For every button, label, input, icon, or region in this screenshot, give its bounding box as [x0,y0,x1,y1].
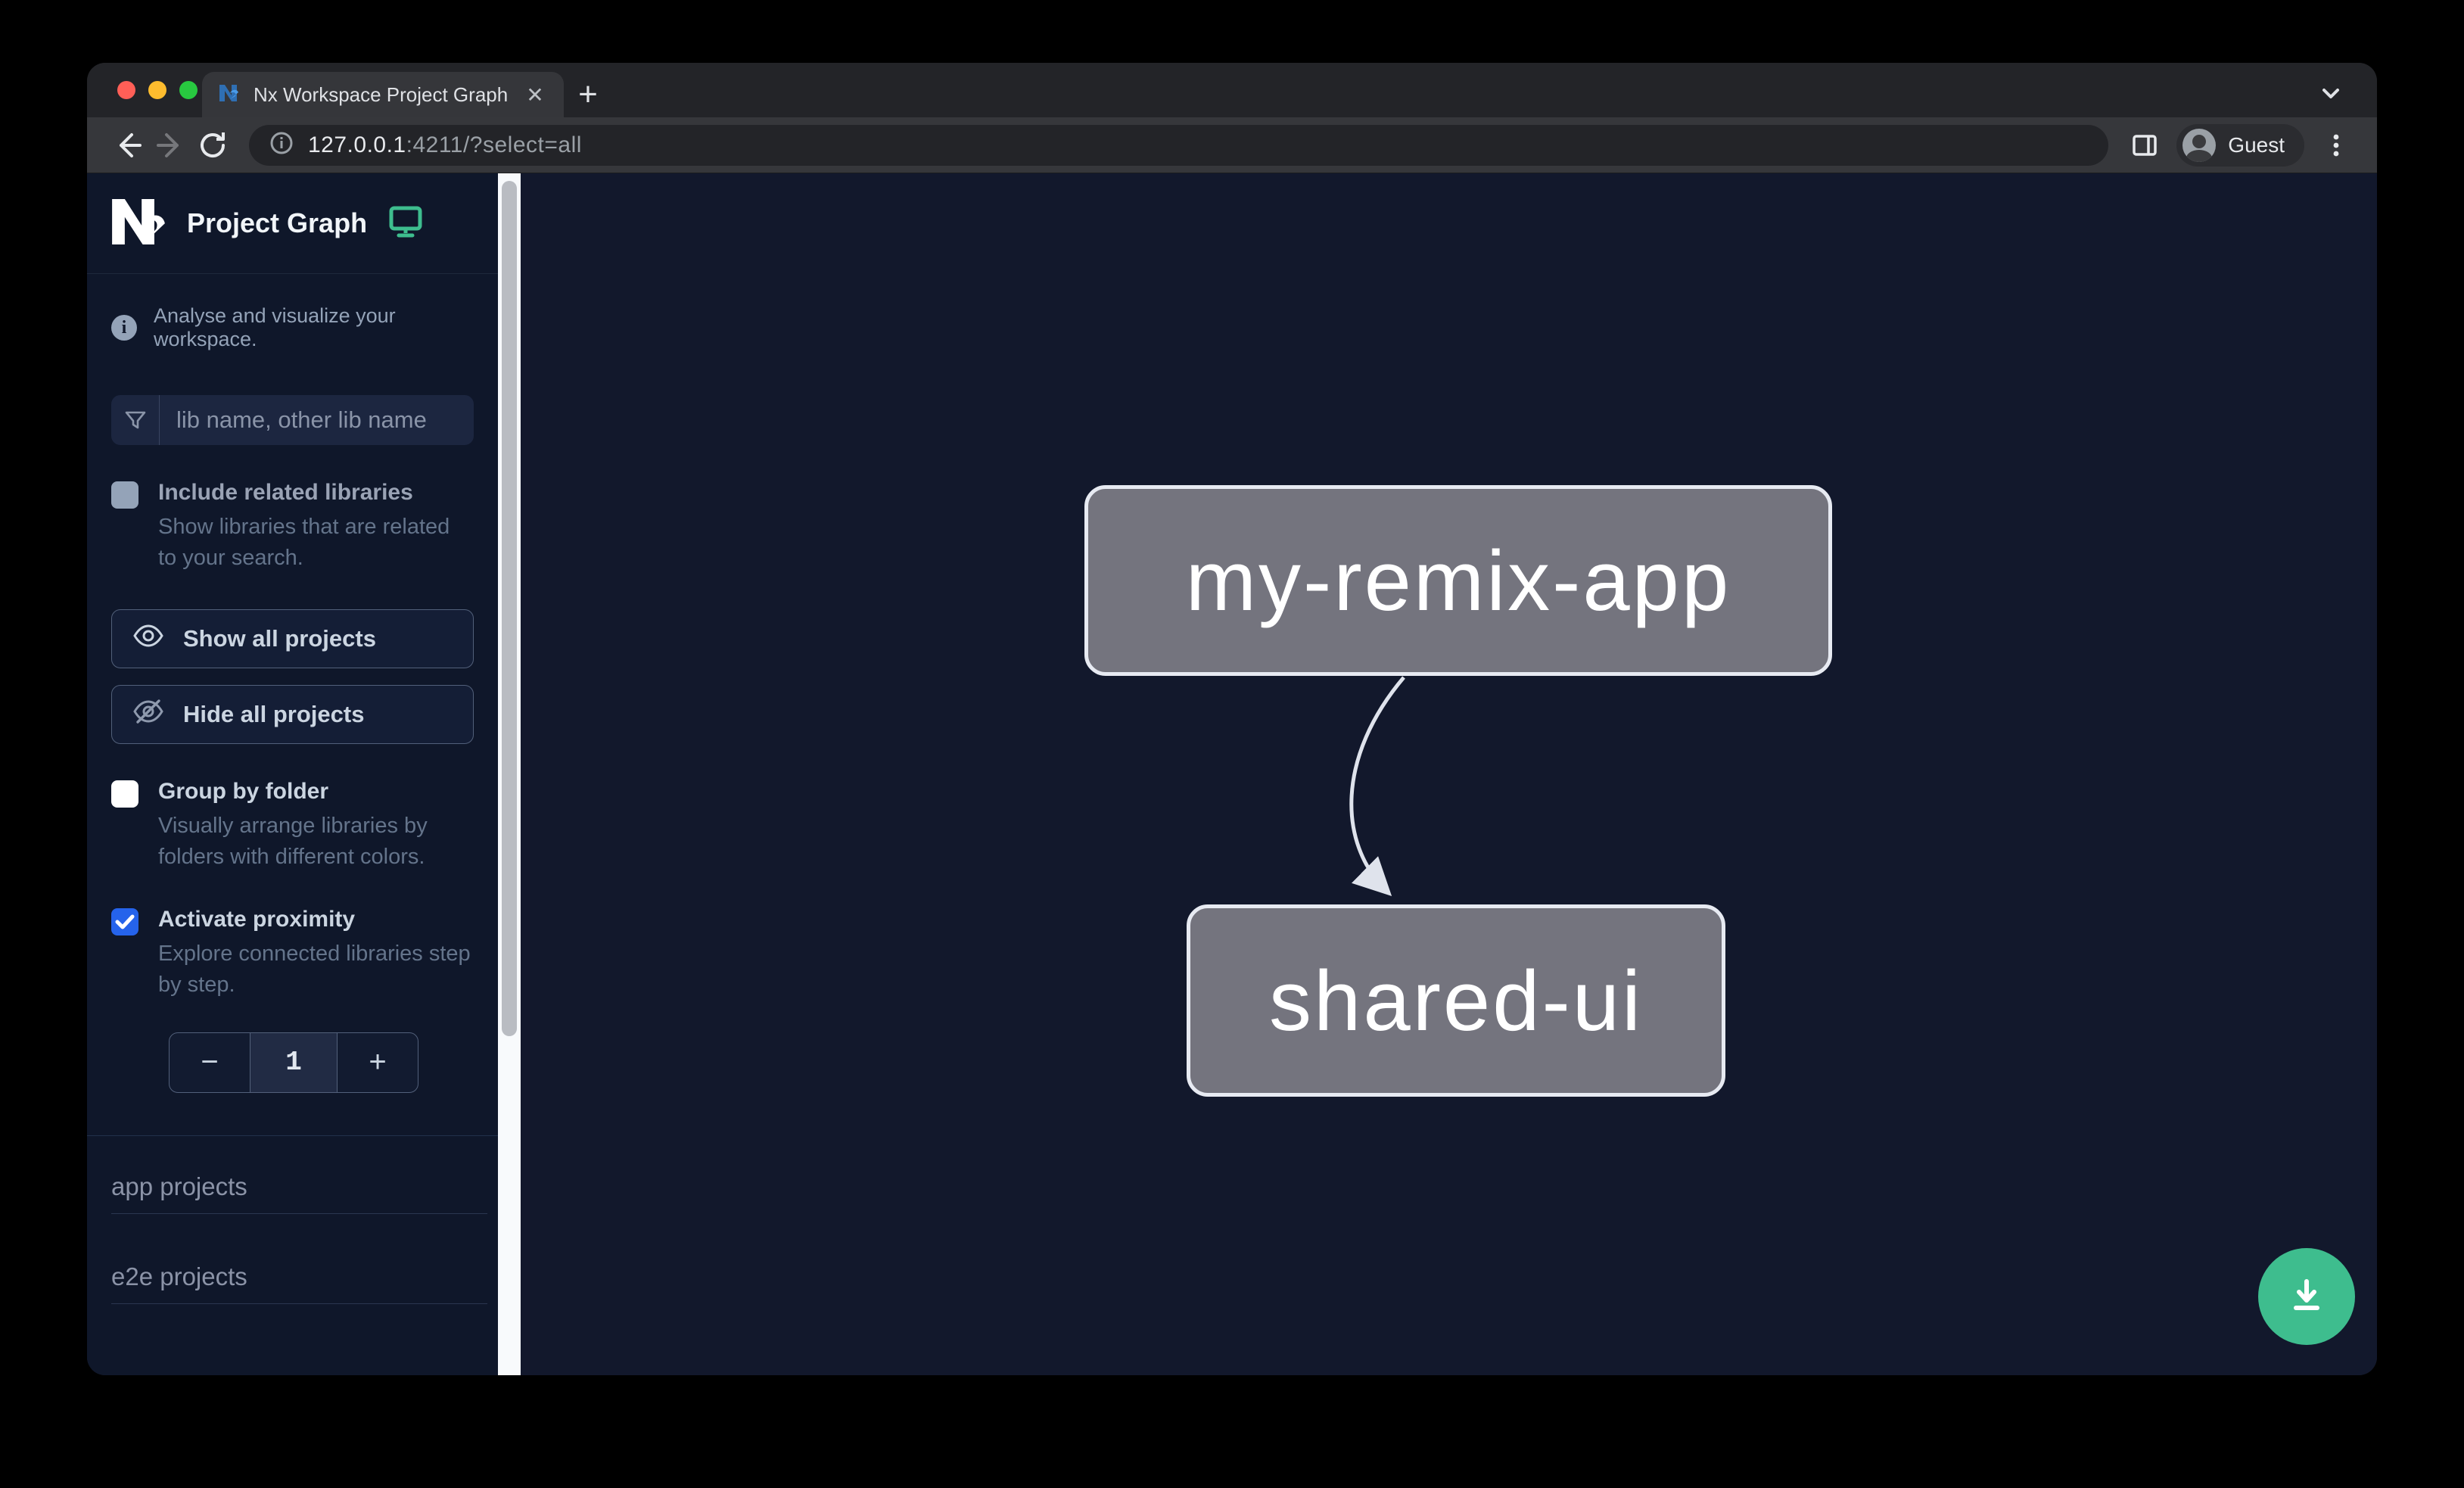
edge-my-remix-app-to-shared-ui [1349,676,1405,897]
section-divider [87,1135,498,1136]
side-panel-icon[interactable] [2123,124,2166,167]
profile-label: Guest [2228,132,2285,157]
button-label: Hide all projects [183,701,365,728]
depth-value: 1 [250,1032,338,1092]
button-label: Show all projects [183,625,376,652]
profile-button[interactable]: Guest [2176,123,2304,167]
option-activate-proximity[interactable]: Activate proximity Explore connected lib… [111,907,474,1000]
node-my-remix-app[interactable]: my-remix-app [1084,485,1832,676]
show-all-projects-button[interactable]: Show all projects [111,609,474,669]
project-graph-canvas[interactable]: my-remix-app shared-ui [521,173,2377,1375]
close-window-button[interactable] [117,81,135,99]
nx-logo [111,198,166,248]
sidebar: Project Graph i Analyse and visualize yo… [87,173,498,1375]
tab-search-chevron-icon[interactable] [2318,85,2344,105]
node-shared-ui[interactable]: shared-ui [1187,904,1725,1097]
eye-off-icon [133,699,163,730]
page-title: Project Graph [187,207,368,238]
search-input[interactable] [160,406,474,434]
sidebar-header: Project Graph [87,173,498,274]
option-description: Explore connected libraries step by step… [158,942,471,997]
eye-icon [133,624,163,654]
checkbox-activate-proximity[interactable] [111,908,138,936]
avatar [2182,128,2217,162]
option-description: Visually arrange libraries by folders wi… [158,814,428,869]
hide-all-projects-button[interactable]: Hide all projects [111,685,474,745]
zoom-window-button[interactable] [179,81,198,99]
checkbox-include-related-libraries[interactable] [111,481,138,509]
decrement-button[interactable]: − [201,1045,219,1079]
browser-window: Nx Workspace Project Graph ✕ + 127.0.0.1… [87,63,2377,1375]
window-controls [117,81,198,99]
info-icon: i [111,315,137,341]
search-box [111,395,474,445]
address-bar[interactable]: 127.0.0.1:4211/?select=all [249,124,2109,166]
tab-close-icon[interactable]: ✕ [526,82,544,107]
tab-strip: Nx Workspace Project Graph ✕ + [87,63,2377,117]
forward-button[interactable] [149,124,191,167]
back-button[interactable] [107,124,149,167]
checkbox-group-by-folder[interactable] [111,780,138,808]
option-label: Group by folder [158,779,328,805]
node-label: my-remix-app [1185,533,1731,628]
section-app-projects[interactable]: app projects [111,1172,487,1214]
option-group-by-folder[interactable]: Group by folder Visually arrange librari… [111,779,474,872]
option-label: Include related libraries [158,480,413,505]
option-label: Activate proximity [158,907,356,932]
new-tab-button[interactable]: + [578,76,598,113]
browser-toolbar: 127.0.0.1:4211/?select=all Guest [87,117,2377,173]
sidebar-scrollbar[interactable] [498,173,521,1375]
url-text: 127.0.0.1:4211/?select=all [308,132,582,157]
option-description: Show libraries that are related to your … [158,515,450,570]
browser-tab[interactable]: Nx Workspace Project Graph ✕ [202,72,564,117]
minimize-window-button[interactable] [148,81,166,99]
browser-menu-icon[interactable] [2315,124,2357,167]
filter-icon [111,395,160,445]
page-content: Project Graph i Analyse and visualize yo… [87,173,2377,1375]
node-label: shared-ui [1269,953,1643,1048]
scrollbar-thumb[interactable] [502,181,517,1036]
increment-button[interactable]: + [369,1045,387,1079]
download-icon [2284,1272,2329,1321]
site-info-icon[interactable] [269,130,294,160]
download-graph-button[interactable] [2258,1248,2355,1345]
tagline-row: i Analyse and visualize your workspace. [111,304,474,351]
tagline-text: Analyse and visualize your workspace. [154,304,396,350]
monitor-icon[interactable] [388,205,423,242]
proximity-depth-stepper: − 1 + [169,1032,418,1093]
tab-favicon-nx-icon [217,81,241,109]
tab-title: Nx Workspace Project Graph [254,82,509,106]
section-e2e-projects[interactable]: e2e projects [111,1262,487,1304]
reload-button[interactable] [191,124,234,167]
option-include-related-libraries[interactable]: Include related libraries Show libraries… [111,480,474,573]
